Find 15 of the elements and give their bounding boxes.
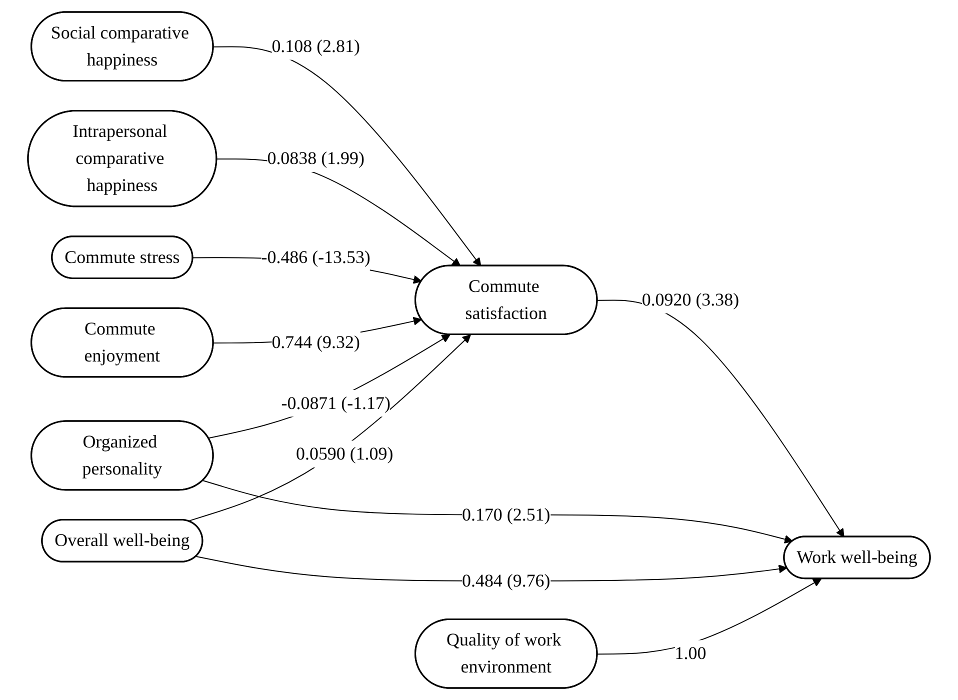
edge-label: -0.0871 (-1.17) [281, 392, 390, 413]
edge-label: 0.108 (2.81) [272, 36, 360, 56]
arrow [188, 334, 471, 522]
arrow [202, 480, 794, 544]
edge-label: 0.0838 (1.99) [267, 148, 364, 168]
edge-label: 0.744 (9.32) [272, 332, 360, 352]
arrow [596, 300, 844, 538]
edge-label: 0.0920 (3.38) [642, 289, 740, 310]
arrow [596, 578, 822, 655]
edge-label: 0.0590 (1.09) [296, 444, 394, 464]
edge-label: 0.484 (9.76) [462, 570, 550, 590]
edge-label: 1.00 [674, 643, 706, 664]
arrow [208, 334, 450, 439]
edge-label: -0.486 (-13.53) [261, 246, 370, 267]
edge-label: 0.170 (2.51) [462, 504, 550, 524]
